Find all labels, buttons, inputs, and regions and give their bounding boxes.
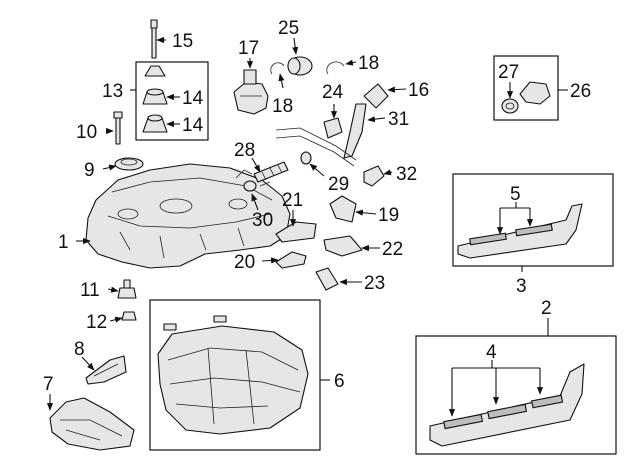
clamp-29[interactable]: [300, 151, 312, 165]
clamp-18-right[interactable]: [326, 61, 345, 75]
callout-31: 31: [388, 109, 409, 130]
heat-shield-7[interactable]: [49, 397, 135, 451]
shield-box-6: [149, 299, 321, 451]
callout-24: 24: [322, 82, 344, 103]
bracket-19[interactable]: [329, 195, 357, 223]
callout-10: 10: [76, 122, 97, 143]
callout-29: 29: [328, 174, 349, 195]
callout-6: 6: [334, 371, 345, 392]
callout-32: 32: [396, 164, 417, 185]
valve-24[interactable]: [323, 117, 343, 139]
fuel-door-26[interactable]: [519, 81, 551, 105]
filler-pipe-31[interactable]: [275, 127, 357, 167]
callout-22: 22: [382, 239, 403, 260]
bracket-20[interactable]: [275, 251, 307, 269]
callout-11: 11: [80, 280, 100, 301]
callout-20: 20: [234, 252, 255, 273]
callout-3: 3: [516, 276, 527, 297]
callout-23: 23: [364, 273, 385, 294]
callout-18-right: 18: [358, 53, 379, 74]
gasket-27[interactable]: [501, 98, 519, 114]
callout-13: 13: [102, 81, 123, 102]
fuel-pump-gasket-9[interactable]: [114, 157, 144, 171]
cushion-14-upper[interactable]: [142, 88, 168, 105]
callout-27: 27: [498, 62, 519, 83]
callout-18-left: 18: [272, 96, 293, 117]
breather-hose-32[interactable]: [363, 165, 385, 187]
filler-cap-assembly-25[interactable]: [287, 56, 313, 76]
fuel-sender-17[interactable]: [233, 69, 269, 115]
callout-17: 17: [238, 38, 259, 59]
rocker-panel-upper-3[interactable]: [457, 203, 583, 259]
callout-7: 7: [43, 374, 54, 395]
callout-21: 21: [282, 190, 303, 211]
rocker-panel-lower-2[interactable]: [429, 363, 585, 447]
callout-15: 15: [172, 31, 193, 52]
clamp-30[interactable]: [243, 180, 257, 192]
clamp-18-left[interactable]: [270, 62, 285, 75]
callout-8: 8: [74, 339, 85, 360]
fuel-tank-protector-6[interactable]: [157, 315, 309, 435]
callout-1: 1: [58, 232, 69, 253]
callout-4: 4: [486, 342, 497, 363]
callout-12: 12: [86, 312, 107, 333]
callout-9: 9: [84, 160, 95, 181]
bracket-23[interactable]: [315, 267, 339, 291]
callout-28: 28: [234, 140, 255, 161]
nut-12[interactable]: [121, 311, 137, 321]
fuel-tank[interactable]: [85, 163, 291, 269]
hose-28[interactable]: [253, 161, 289, 183]
callout-30: 30: [252, 210, 273, 231]
stud-15[interactable]: [150, 19, 158, 59]
cushion-14-lower[interactable]: [142, 114, 168, 133]
bolt-10[interactable]: [113, 111, 123, 145]
cushion-top[interactable]: [144, 65, 166, 77]
callout-2: 2: [541, 298, 552, 319]
box-2: [415, 335, 617, 455]
leader-lines: [46, 36, 568, 417]
protector-8[interactable]: [85, 355, 127, 385]
box-26: [493, 55, 559, 121]
cushion-box-13: [135, 61, 209, 141]
bolt-11[interactable]: [117, 279, 137, 299]
callout-26: 26: [570, 81, 591, 102]
callout-14-upper: 14: [182, 88, 204, 109]
callout-14-lower: 14: [182, 115, 204, 136]
callout-5: 5: [510, 184, 521, 205]
callout-16: 16: [408, 80, 429, 101]
filler-neck-16[interactable]: [343, 83, 389, 159]
box-3: [452, 173, 614, 267]
callout-19: 19: [378, 205, 399, 226]
bracket-22[interactable]: [323, 235, 363, 257]
callout-25: 25: [278, 18, 299, 39]
callout-labels: 1 2 3 4 5 6 7 8 9 10 11 12 13 14 14 15 1…: [43, 18, 591, 395]
